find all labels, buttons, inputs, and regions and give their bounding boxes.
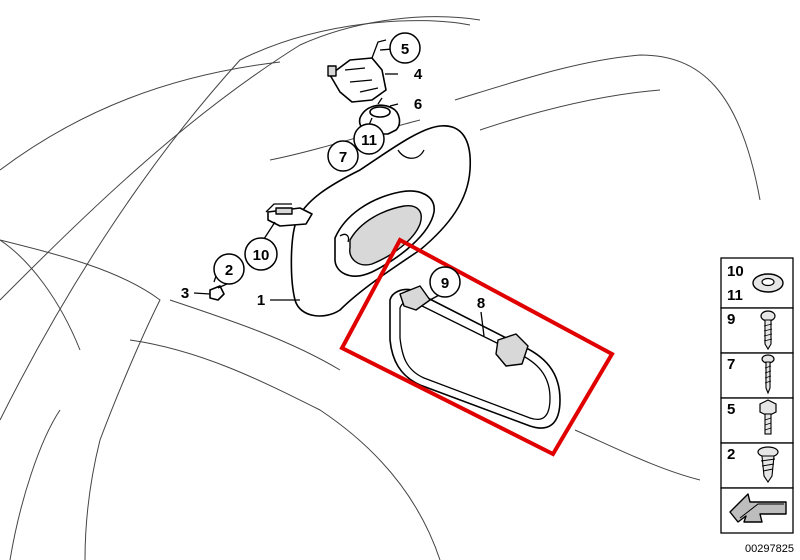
callout-bubble-10: [244, 237, 278, 271]
callout-2: 2: [225, 262, 233, 279]
callout-6: 6: [414, 96, 422, 113]
callout-7: 7: [339, 149, 347, 166]
callout-8: 8: [477, 295, 485, 312]
callout-3: 3: [181, 285, 189, 302]
small-clip-part: [209, 275, 225, 301]
callout-4: 4: [414, 66, 423, 83]
legend-label-5: 5: [727, 401, 735, 418]
callouts: 5 4 6 11 7 10 2 3 1 9 8: [181, 32, 485, 312]
washer-icon: [752, 273, 784, 293]
legend-label-11: 11: [727, 287, 743, 304]
screw-icon: [757, 446, 779, 483]
bolt-icon: [759, 399, 777, 435]
screw-icon: [760, 310, 776, 351]
callout-bubble-5: [389, 32, 421, 64]
legend-label-9: 9: [727, 311, 735, 328]
callout-11: 11: [361, 132, 377, 149]
callout-bubble-2: [213, 253, 245, 285]
legend-label-10: 10: [727, 263, 744, 280]
callout-bubble-7: [327, 140, 359, 172]
callout-5: 5: [401, 41, 409, 58]
callout-9: 9: [441, 275, 449, 292]
callout-10: 10: [253, 247, 270, 264]
screw-icon: [761, 354, 775, 395]
sun-visor: [290, 125, 472, 317]
callout-bubble-9: [429, 266, 461, 298]
fastener-legend: 10 11 9 7 5 2: [720, 257, 794, 534]
callout-1: 1: [257, 292, 265, 309]
legend-label-2: 2: [727, 446, 735, 463]
callout-bubble-11: [353, 123, 385, 155]
highlight-frame: [339, 237, 615, 457]
pivot-part: [265, 203, 313, 227]
car-body-outline: [0, 16, 761, 560]
direction-arrow-icon: [729, 493, 787, 523]
bracket-part: [327, 39, 387, 103]
reference-number: 00297825: [745, 543, 794, 555]
legend-label-7: 7: [727, 356, 735, 373]
visor-extension: [389, 285, 561, 429]
